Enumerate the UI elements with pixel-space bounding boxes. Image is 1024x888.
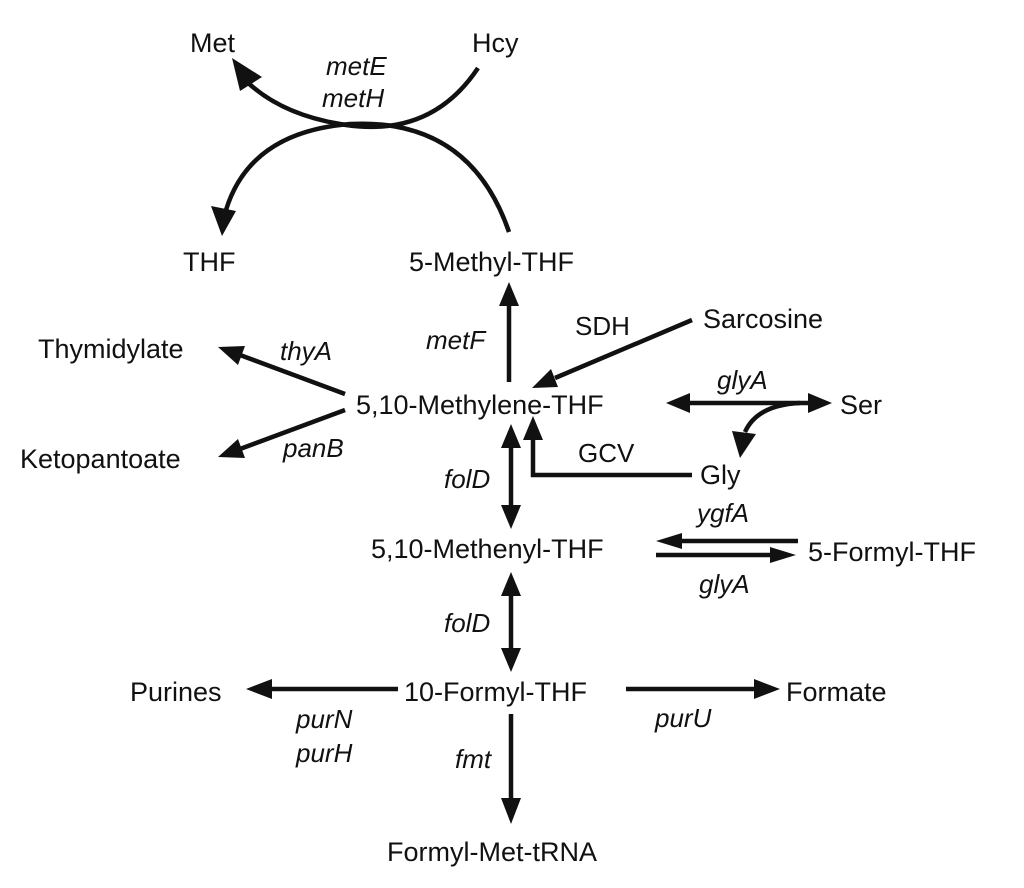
gene-glyA-bottom: glyA [699,569,750,599]
gene-glyA-top: glyA [717,365,768,395]
arrowhead-glya-bottom [770,547,796,563]
arrowhead-methenyl-up [501,505,521,529]
gene-folD-bottom: folD [444,608,490,638]
pathway-arrows [211,58,832,824]
arrowhead-sdh [532,369,558,388]
label-hcy: Hcy [472,28,519,58]
label-methenyl-thf: 5,10-Methenyl-THF [371,534,604,564]
label-methyl-thf: 5-Methyl-THF [409,247,574,277]
gene-metE: metE [326,51,387,81]
label-5-formyl-thf: 5-Formyl-THF [808,537,976,567]
arrowhead-gly [732,431,756,458]
arrowhead-ser [808,393,832,413]
arrowhead-ketopantoate [218,439,245,458]
gene-purU: purU [654,703,712,733]
arrowhead-thf [211,206,236,236]
arrowhead-methylene-left [666,393,690,413]
gene-folD-top: folD [444,464,490,494]
arrowhead-methylthf [499,282,519,306]
arrowhead-ygfa [656,533,682,549]
gene-purH: purH [295,738,353,768]
arrowhead-thymidylate [218,346,245,365]
gene-thyA: thyA [280,336,332,366]
label-formate: Formate [786,677,887,707]
label-gly: Gly [700,460,741,490]
arrowhead-formyl-met-trna [501,798,521,824]
label-10-formyl-thf: 10-Formyl-THF [404,677,587,707]
arrowhead-purines [246,679,272,699]
arrow-methylthf-to-thf [223,121,512,233]
arrow-to-thymidylate [239,352,346,397]
gene-ygfA: ygfA [695,498,749,528]
label-thf: THF [183,247,235,277]
arrowhead-formate [754,679,780,699]
gene-panB: panB [282,433,344,463]
label-purines: Purines [130,677,222,707]
gene-fmt: fmt [455,744,493,774]
arrowhead-formyl10-up [501,648,521,672]
arrowhead-methenyl-down [501,572,521,596]
arrow-sarcosine-to-methylene [554,317,693,381]
arrow-ser-to-gly [742,400,801,434]
arrowhead-methylene-down [501,424,521,448]
gene-metF: metF [426,325,487,355]
arrowhead-met [232,58,262,91]
label-formyl-met-trna: Formyl-Met-tRNA [387,837,597,867]
label-ketopantoate: Ketopantoate [20,444,181,474]
enzyme-gcv: GCV [578,438,635,468]
metabolite-labels: Met Hcy THF 5-Methyl-THF Thymidylate Ket… [20,28,976,867]
arrow-gly-to-methylene [530,440,692,478]
arrowhead-gcv [523,416,543,440]
label-sarcosine: Sarcosine [703,304,823,334]
label-thymidylate: Thymidylate [38,334,184,364]
label-ser: Ser [840,390,882,420]
enzyme-labels: metE metH metF thyA panB SDH glyA GCV fo… [280,51,768,774]
gene-metH: metH [322,83,384,113]
arrow-to-ketopantoate [239,407,346,452]
label-met: Met [190,28,236,58]
enzyme-sdh: SDH [575,311,630,341]
label-methylene-thf: 5,10-Methylene-THF [356,390,604,420]
gene-purN: purN [295,704,353,734]
